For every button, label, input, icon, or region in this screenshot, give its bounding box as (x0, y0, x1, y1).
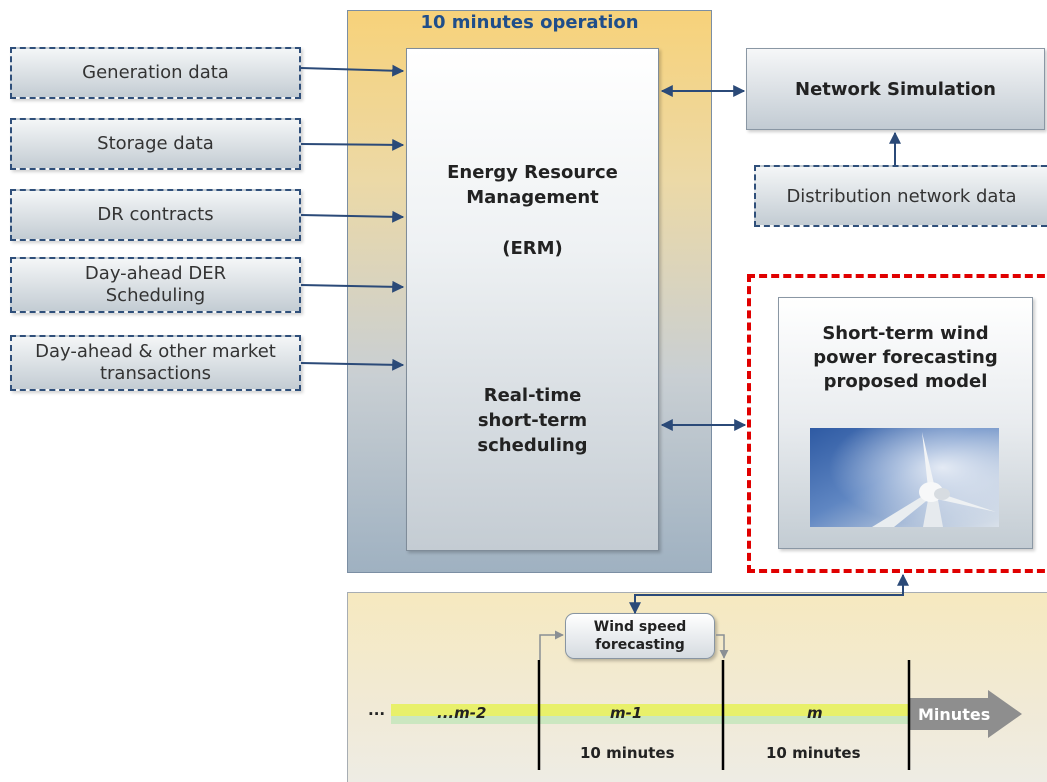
erm-title-line2: Management (466, 187, 599, 208)
network-simulation-label: Network Simulation (795, 78, 996, 100)
distribution-network-data-label: Distribution network data (786, 185, 1017, 207)
wind-turbine-photo-icon (810, 428, 999, 527)
erm-box (406, 48, 659, 551)
erm-abbreviation: (ERM) (502, 238, 563, 259)
wind-speed-forecasting-label: Wind speed forecasting (593, 619, 687, 653)
input-label: Day-ahead & other market transactions (35, 341, 276, 384)
erm-realtime-line3: scheduling (477, 435, 588, 456)
operation-title: 10 minutes operation (420, 12, 639, 33)
input-label: Day-ahead DER Scheduling (84, 263, 227, 306)
arrow-der-to-erm (300, 280, 405, 293)
minutes-arrow (908, 690, 1022, 738)
input-generation-data: Generation data (10, 47, 301, 99)
erm-realtime-line1: Real-time (483, 385, 582, 406)
input-label: DR contracts (97, 204, 214, 225)
arrow-storage-to-erm (300, 138, 405, 151)
period-label: m-1 (610, 704, 643, 722)
input-dr-contracts: DR contracts (10, 189, 301, 241)
proposed-model-highlight-frame (747, 274, 1047, 573)
input-storage-data: Storage data (10, 118, 301, 170)
arrow-dr-to-erm (300, 210, 405, 223)
wind-speed-forecasting-box: Wind speed forecasting (565, 613, 715, 659)
arrow-forecast-input (539, 630, 564, 660)
timeline-bar-shade (391, 716, 914, 724)
erm-realtime-line2: short-term (477, 410, 588, 431)
arrow-forecast-output (716, 634, 729, 659)
minutes-axis-label: Minutes (918, 705, 991, 724)
network-simulation-box: Network Simulation (746, 48, 1045, 130)
arrow-wind-model-forecasting (629, 573, 909, 615)
erm-title-line1: Energy Resource (447, 162, 618, 183)
input-label: Storage data (97, 133, 214, 154)
input-day-ahead-der-scheduling: Day-ahead DER Scheduling (10, 257, 301, 313)
timeline-ellipsis: ... (368, 701, 386, 719)
input-market-transactions: Day-ahead & other market transactions (10, 335, 301, 391)
duration-label: 10 minutes (580, 744, 675, 762)
duration-label: 10 minutes (766, 744, 861, 762)
period-label: m (807, 704, 823, 722)
input-label: Generation data (82, 62, 229, 83)
arrow-generation-to-erm (300, 64, 405, 77)
period-label: ...m-2 (437, 704, 487, 722)
distribution-network-data-box: Distribution network data (754, 165, 1047, 227)
arrow-market-to-erm (300, 358, 405, 371)
wind-forecast-model-title: Short-term wind power forecasting propos… (813, 323, 998, 392)
